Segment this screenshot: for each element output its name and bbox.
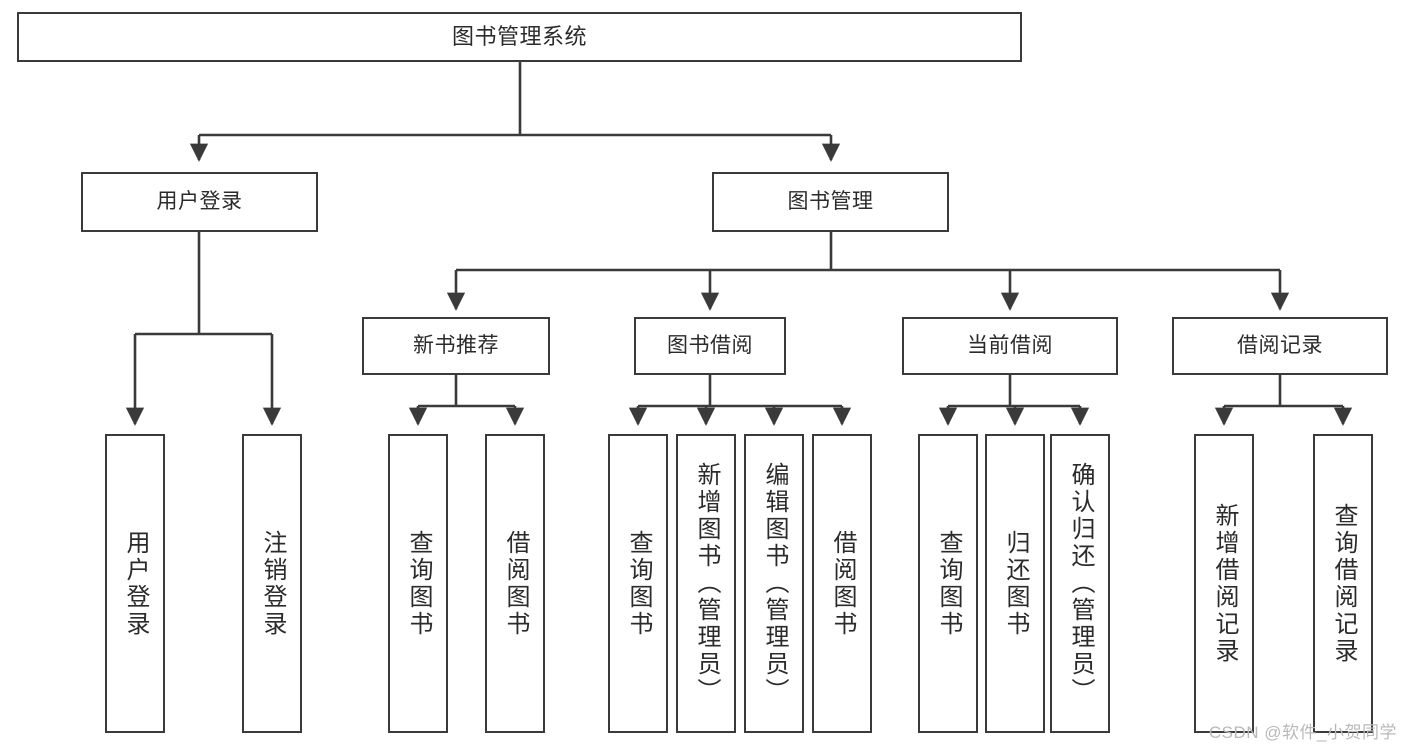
leaf-records-add-record[interactable]: 新增借阅记录 (1194, 434, 1254, 733)
node-current-borrow-label: 当前借阅 (967, 333, 1053, 357)
node-user-login[interactable]: 用户登录 (81, 172, 318, 232)
node-book-borrow[interactable]: 图书借阅 (634, 317, 786, 375)
leaf-borrow-edit-book-label: 编辑图书（管理员） (761, 462, 788, 705)
leaf-borrow-edit-book[interactable]: 编辑图书（管理员） (744, 434, 804, 733)
node-current-borrow[interactable]: 当前借阅 (902, 317, 1118, 375)
node-user-login-label: 用户登录 (156, 189, 243, 213)
leaf-logout[interactable]: 注销登录 (242, 434, 302, 733)
node-root[interactable]: 图书管理系统 (17, 12, 1022, 62)
node-borrow-records[interactable]: 借阅记录 (1172, 317, 1388, 375)
node-borrow-records-label: 借阅记录 (1237, 333, 1323, 357)
node-book-borrow-label: 图书借阅 (667, 333, 753, 357)
leaf-borrow-borrow-book[interactable]: 借阅图书 (812, 434, 872, 733)
leaf-logout-label: 注销登录 (259, 529, 286, 638)
leaf-recommend-borrow-book[interactable]: 借阅图书 (485, 434, 545, 733)
leaf-records-query-record[interactable]: 查询借阅记录 (1313, 434, 1373, 733)
leaf-records-query-record-label: 查询借阅记录 (1330, 502, 1357, 665)
node-book-management-label: 图书管理 (787, 189, 874, 213)
leaf-user-login[interactable]: 用户登录 (105, 434, 165, 733)
leaf-records-add-record-label: 新增借阅记录 (1211, 502, 1238, 665)
watermark-text: CSDN @软件_小贺同学 (1208, 723, 1397, 742)
leaf-current-return-book-label: 归还图书 (1002, 529, 1029, 638)
leaf-current-return-book[interactable]: 归还图书 (985, 434, 1045, 733)
leaf-borrow-borrow-book-label: 借阅图书 (829, 529, 856, 638)
leaf-recommend-query-book[interactable]: 查询图书 (388, 434, 448, 733)
node-book-management[interactable]: 图书管理 (712, 172, 949, 232)
leaf-current-query-book[interactable]: 查询图书 (918, 434, 978, 733)
node-new-book-recommend-label: 新书推荐 (413, 333, 499, 357)
node-new-book-recommend[interactable]: 新书推荐 (362, 317, 550, 375)
leaf-borrow-query-book-label: 查询图书 (625, 529, 652, 638)
leaf-borrow-add-book[interactable]: 新增图书（管理员） (676, 434, 736, 733)
leaf-current-confirm-return[interactable]: 确认归还（管理员） (1050, 434, 1110, 733)
leaf-recommend-borrow-book-label: 借阅图书 (502, 529, 529, 638)
leaf-borrow-query-book[interactable]: 查询图书 (608, 434, 668, 733)
leaf-current-confirm-return-label: 确认归还（管理员） (1067, 462, 1094, 705)
leaf-user-login-label: 用户登录 (122, 529, 149, 638)
leaf-current-query-book-label: 查询图书 (935, 529, 962, 638)
node-root-label: 图书管理系统 (451, 24, 587, 50)
leaf-recommend-query-book-label: 查询图书 (405, 529, 432, 638)
leaf-borrow-add-book-label: 新增图书（管理员） (693, 462, 720, 705)
